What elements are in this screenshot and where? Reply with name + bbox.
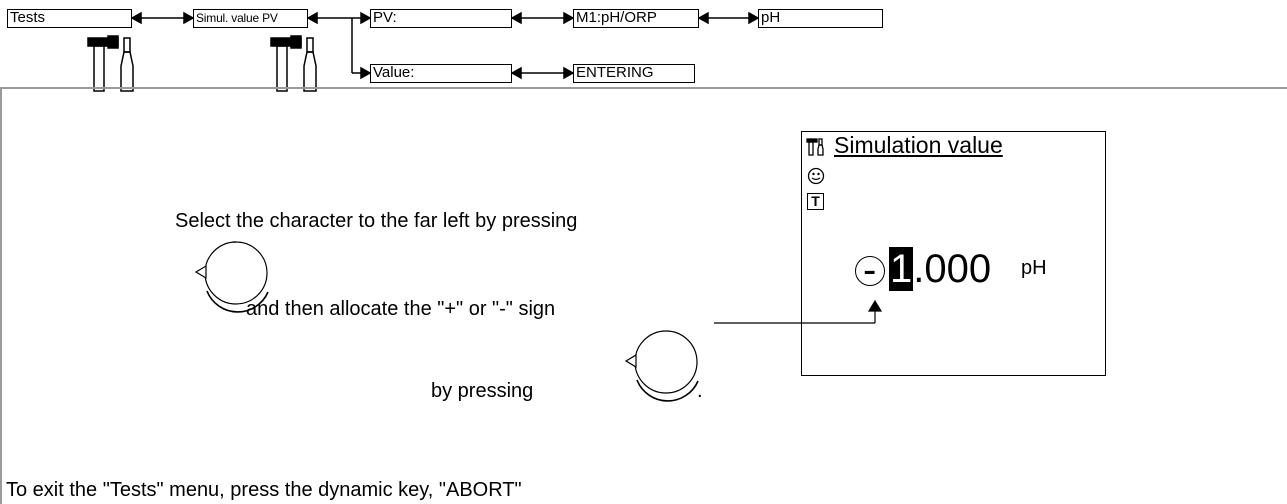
instruction-by-pressing: by pressing [431,380,534,402]
smiley-icon [807,167,825,185]
simulation-display: Simulation value T - 1.000 pH [801,131,1106,376]
display-title: Simulation value [834,132,1003,158]
menu-connectors [87,11,760,92]
left-key-icon [624,330,699,402]
tools-icon [806,138,824,156]
instruction-allocate: and then allocate the "+" or "-" sign [246,298,556,320]
menu-box-pv: PV: [370,9,512,28]
measured-value: 1.000 [889,247,992,291]
menu-box-simul-value: Simul. value PV [193,9,308,28]
tools-icon [87,35,134,92]
menu-box-tests: Tests [7,9,132,28]
instruction-period: . [697,380,703,402]
tools-icon [270,35,317,92]
left-key-icon [194,241,269,313]
menu-box-entering: ENTERING [573,64,695,83]
instruction-select: Select the character to the far left by … [175,210,578,232]
instruction-panel [0,87,1287,504]
value-digits: .000 [913,247,992,291]
sign-indicator [855,256,885,286]
sign-value: - [863,248,877,292]
t-mode-icon: T [807,193,824,210]
pointer-arrow [714,299,883,324]
exit-note: To exit the "Tests" menu, press the dyna… [6,479,522,501]
menu-box-ph: pH [758,9,883,28]
selected-digit: 1 [889,247,914,291]
unit-label: pH [1021,257,1047,279]
menu-box-module: M1:pH/ORP [573,9,699,28]
menu-box-value: Value: [370,64,512,83]
